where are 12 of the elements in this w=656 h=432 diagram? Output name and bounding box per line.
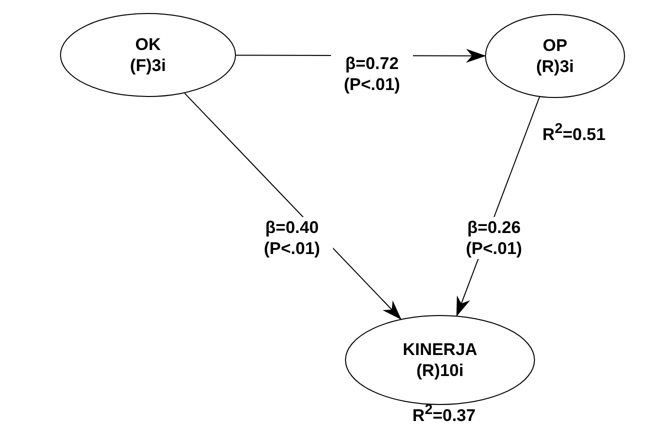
node-label: OP [542, 35, 568, 56]
node-label: (R)10i [416, 360, 464, 381]
r-squared-label: R$^{2}$=0.51 [542, 121, 606, 145]
ellipse-node [345, 315, 535, 405]
edge-label: β=0.72 (P<.01) [331, 53, 413, 95]
node-label: KINERJA [402, 339, 478, 360]
ellipse-node [60, 13, 236, 97]
node-label: (F)3i [130, 55, 166, 76]
ellipse-node [485, 14, 625, 98]
node-label: OK [135, 34, 161, 55]
r-squared-label: R$^{2}$=0.37 [412, 402, 476, 426]
node-label: (R)3i [536, 56, 574, 77]
